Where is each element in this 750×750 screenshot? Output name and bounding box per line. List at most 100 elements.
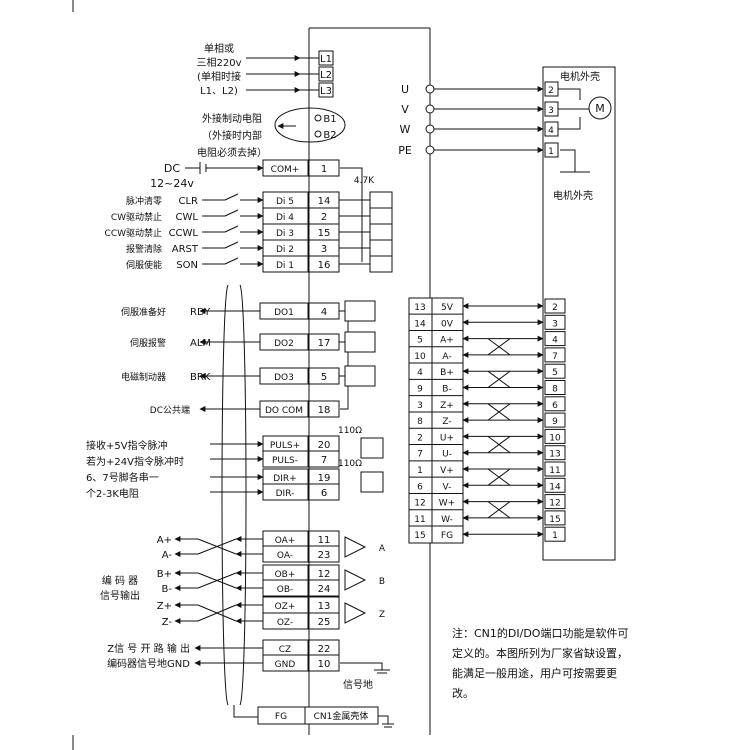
- gnd-name: GND: [275, 660, 296, 670]
- motor-phase-terminal: [425, 84, 435, 94]
- input-signal: CWL: [176, 212, 199, 223]
- encoder-out-label: 信号输出: [100, 589, 140, 602]
- pulse-name: DIR-: [276, 489, 295, 499]
- input-optocoupler: [369, 207, 393, 225]
- encoder-motor-pin: 5: [552, 368, 558, 378]
- encoder-out-name: OB-: [277, 585, 294, 595]
- input-signal: ARST: [172, 244, 199, 255]
- encoder-out-pin: 24: [318, 584, 331, 595]
- input-name: Di 5: [276, 197, 294, 207]
- encoder-out-label: 编 码 器: [102, 574, 138, 587]
- signal-ground-icon: [340, 662, 390, 674]
- encoder-out-ext: A+: [157, 535, 172, 546]
- encoder-out-ext: A-: [162, 550, 173, 561]
- pulse-optocoupler: [360, 471, 384, 493]
- encoder-pin: 13: [414, 303, 425, 313]
- encoder-out-name: OA+: [275, 536, 296, 546]
- encoder-pin: 9: [417, 385, 423, 395]
- input-optocoupler: [369, 223, 393, 241]
- output-pin-box: [308, 400, 340, 418]
- encoder-motor-pin: 7: [552, 352, 558, 362]
- note-text: 注：CN1的DI/DO端口功能是软件可定义的。本图所列为厂家省缺设置，能满足一般…: [452, 627, 629, 700]
- output-desc: 伺服报警: [130, 337, 166, 349]
- encoder-motor-pin: 9: [552, 417, 558, 427]
- encoder-name: B-: [442, 385, 451, 395]
- input-switch: [224, 257, 239, 265]
- motor-winding-lines: [558, 88, 589, 130]
- svg-text:M: M: [595, 102, 605, 115]
- pulse-pin-box: [308, 483, 340, 501]
- pulse-name: DIR+: [273, 474, 296, 484]
- brake-label: （外接时内部: [202, 129, 262, 142]
- brake-terminal-label: B2: [323, 130, 336, 141]
- brake-terminal-label: B1: [323, 114, 336, 125]
- pulse-note: 6、7号脚各串一: [86, 471, 159, 484]
- encoder-motor-pin: 11: [549, 466, 560, 476]
- pulse-pin: 20: [318, 440, 331, 451]
- encoder-motor-pin: 10: [549, 433, 561, 443]
- motor-ground: [560, 149, 590, 173]
- encoder-twisted-pair: [487, 370, 511, 388]
- encoder-motor-pin-box: [544, 477, 566, 493]
- encoder-motor-pin-box: [544, 428, 566, 444]
- gnd-pin: 10: [318, 659, 331, 670]
- motor-pin: 3: [548, 106, 554, 116]
- motor-phase-terminal: [425, 145, 435, 155]
- output-signal: BRK: [190, 372, 211, 383]
- resistor-label: 4.7K: [354, 176, 375, 186]
- input-optocoupler: [369, 255, 393, 273]
- encoder-out-name-box: [262, 545, 309, 563]
- motor-housing-label: 电机外壳: [553, 189, 593, 202]
- output-name: DO3: [274, 373, 294, 383]
- output-pin: 18: [318, 405, 331, 416]
- input-name: Di 2: [276, 245, 294, 255]
- input-name: Di 4: [276, 213, 294, 223]
- input-switch: [224, 209, 239, 217]
- motor-phase-label: W: [400, 123, 411, 136]
- fg-desc: CN1金属壳体: [314, 710, 369, 722]
- encoder-out-ext: Z+: [157, 601, 172, 612]
- encoder-out-ext: B+: [157, 569, 172, 580]
- pulse-optocoupler: [360, 437, 384, 459]
- encoder-name: B+: [440, 368, 454, 378]
- encoder-motor-pin-box: [544, 412, 566, 428]
- encoder-name: Z-: [442, 417, 451, 427]
- encoder-buffer-icon: [344, 602, 367, 624]
- power-terminal-label: L2: [320, 70, 332, 81]
- encoder-name: FG: [441, 531, 453, 541]
- encoder-name: A+: [440, 336, 454, 346]
- motor-phase-terminal: [425, 104, 435, 114]
- encoder-motor-pin-box: [544, 510, 566, 526]
- encoder-motor-pin-box: [544, 526, 566, 542]
- encoder-motor-pin-box: [544, 396, 566, 412]
- motor-pin: 2: [548, 86, 554, 96]
- input-optocoupler: [369, 191, 393, 209]
- encoder-twisted-pair: [487, 403, 511, 421]
- motor-pin-box: [544, 101, 559, 117]
- encoder-buffer-label: Z: [379, 610, 385, 620]
- input-desc: CCW驱动禁止: [105, 227, 162, 239]
- gnd-name-box: [262, 654, 309, 672]
- input-desc: 脉冲清零: [126, 195, 162, 207]
- cz-desc: Z信 号 开 路 输 出: [107, 642, 190, 655]
- gnd-desc: 编码器信号地GND: [107, 657, 190, 670]
- pulse-pin: 6: [321, 488, 327, 499]
- input-desc: 伺服使能: [126, 259, 162, 271]
- encoder-pin: 4: [417, 368, 423, 378]
- power-label: 单相或: [204, 42, 234, 55]
- encoder-motor-pin-box: [544, 298, 566, 314]
- input-name: Di 3: [276, 229, 294, 239]
- encoder-pin: 2: [417, 433, 423, 443]
- encoder-pin: 15: [414, 531, 425, 541]
- cable-shield: [221, 284, 247, 706]
- pulse-name: PULS+: [270, 441, 300, 451]
- brake-terminal-dot: [314, 114, 322, 122]
- motor-phase-label: PE: [398, 144, 412, 157]
- dc-label: DC: [164, 162, 180, 175]
- pulse-inputs: 接收+5V指令脉冲若为+24V指令脉冲时6、7号脚各串一个2-3K电阻PULS+…: [86, 426, 384, 501]
